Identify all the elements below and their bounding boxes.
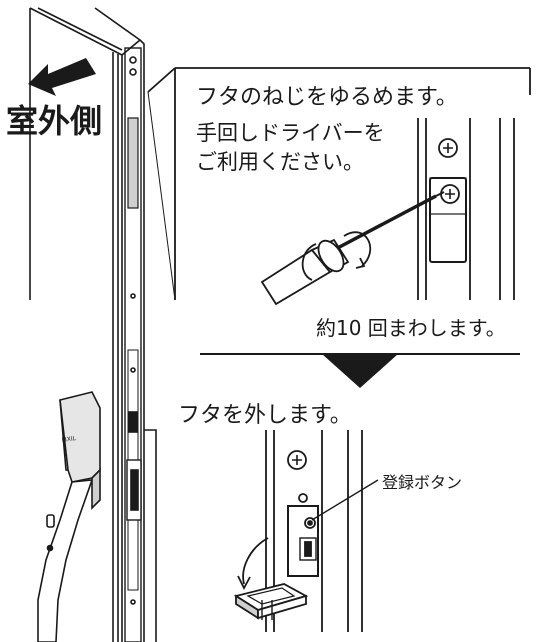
handle-logo: LIXIL <box>61 435 77 444</box>
step2-instruction: フタを外します。 <box>178 403 352 428</box>
step1-instruction: フタのねじをゆるめます。 <box>196 85 458 110</box>
door-edge <box>29 7 157 642</box>
door-handle <box>37 391 101 642</box>
removed-cover <box>233 537 309 620</box>
outside-side-label: 室外側 <box>6 102 103 140</box>
step1-tool-note-line1: 手回しドライバーを <box>196 121 385 145</box>
register-button-leader <box>311 479 379 521</box>
outside-direction-arrow <box>28 58 96 96</box>
step1-callout-frame <box>147 67 531 301</box>
step1-lock-plate-closeup <box>417 118 515 300</box>
step1-tool-note-line2: ご利用ください。 <box>196 150 364 174</box>
step-divider <box>200 353 520 388</box>
step1-turns-note: 約10 回まわします。 <box>316 316 506 340</box>
register-button-label: 登録ボタン <box>382 473 463 492</box>
screwdriver <box>260 191 445 306</box>
